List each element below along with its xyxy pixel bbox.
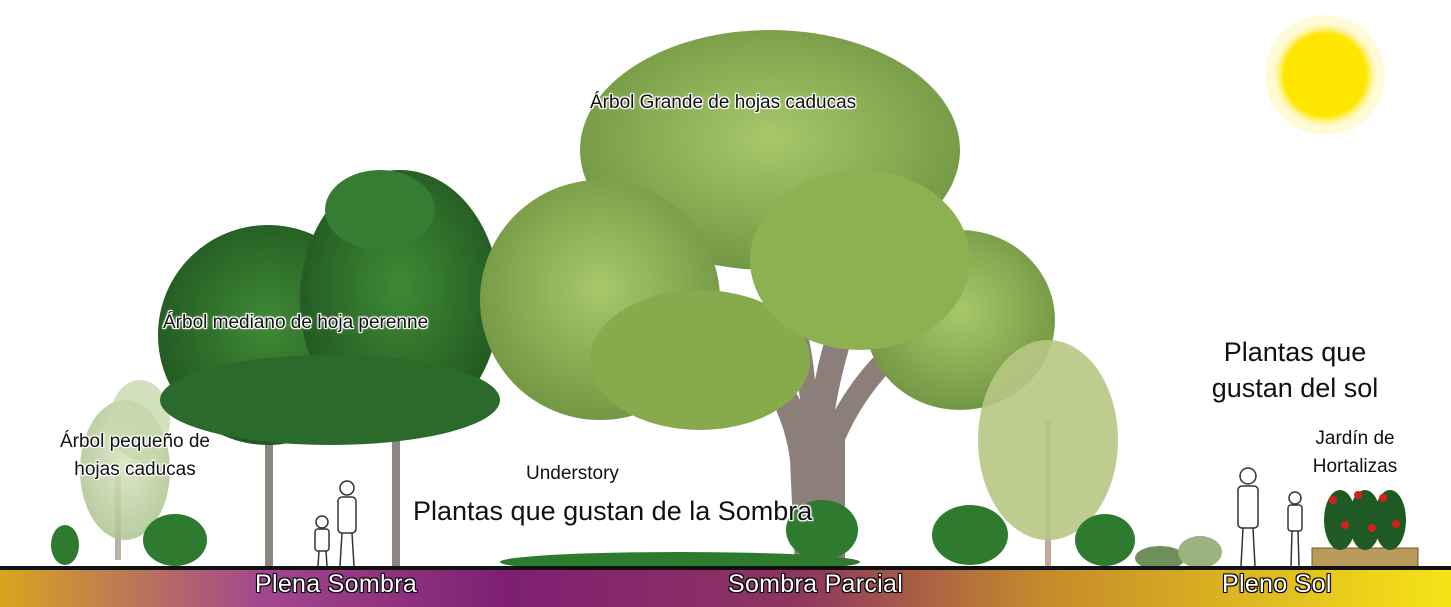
sun-plants-label: Plantas que gustan del sol — [1211, 337, 1379, 403]
people-right — [1237, 467, 1303, 567]
zone-full-sun: Pleno Sol — [1222, 570, 1332, 598]
vegetable-garden — [1311, 490, 1419, 569]
large-tree-label: Árbol Grande de hojas caducas — [590, 92, 857, 113]
sun-icon — [1265, 15, 1385, 135]
people-left — [314, 480, 357, 567]
vegetable-garden-label: Jardín de Hortalizas — [1312, 428, 1398, 477]
small-tree-right — [978, 340, 1118, 568]
medium-tree-label: Árbol mediano de hoja perenne — [163, 312, 429, 333]
medium-evergreen-tree — [158, 170, 500, 568]
large-deciduous-tree — [480, 30, 1055, 568]
understory-label: Understory — [526, 463, 619, 484]
small-tree-label: Árbol pequeño de hojas caducas — [59, 431, 210, 480]
zone-partial-shade: Sombra Parcial — [728, 570, 904, 598]
small-deciduous-tree — [80, 380, 170, 560]
light-gradient-band — [0, 570, 1451, 607]
zone-full-shade: Plena Sombra — [255, 570, 418, 598]
shade-plants-label: Plantas que gustan de la Sombra — [413, 496, 813, 526]
ground-line — [0, 566, 1451, 570]
